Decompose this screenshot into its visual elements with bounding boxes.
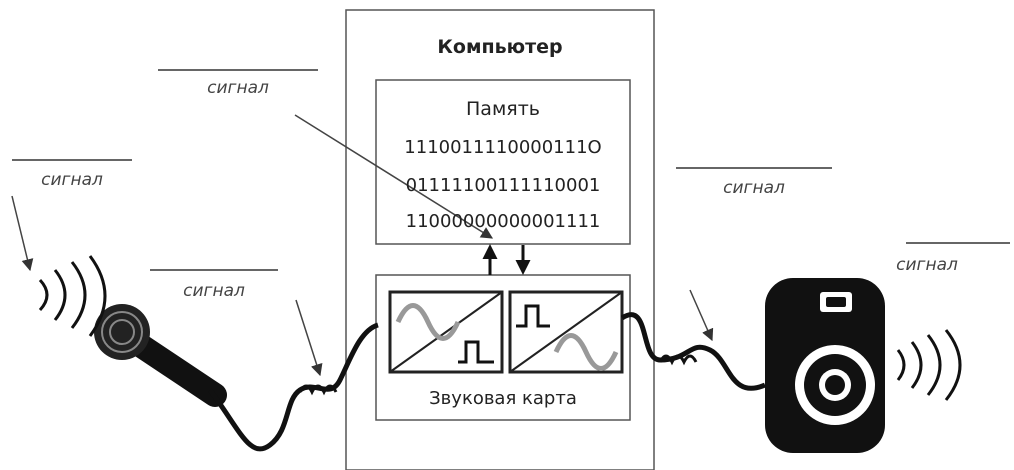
sound-card-title: Звуковая карта [429, 388, 577, 409]
input-sound-waves [38, 255, 107, 337]
memory-box [375, 79, 631, 245]
signal-label: сигнал [207, 78, 269, 98]
signal-label: сигнал [41, 170, 103, 190]
pointer-line [294, 114, 494, 239]
speaker-cable-coils [658, 354, 698, 366]
memory-title: Память [466, 98, 540, 120]
microphone-icon [94, 304, 227, 407]
memory-row: 11000000000001111 [405, 211, 601, 232]
microphone-cable-coils [298, 384, 338, 396]
microphone-cable [207, 322, 379, 452]
sound-card-box [375, 274, 631, 421]
memory-row: 01111100111110001 [405, 175, 601, 196]
memory-row: 1110011110000111О [404, 137, 602, 158]
computer-title: Компьютер [437, 36, 563, 58]
speaker-cable [620, 312, 766, 391]
pointer-line [295, 299, 323, 377]
signal-label: сигнал [723, 178, 785, 198]
adc-converter-icon [388, 290, 504, 374]
pointer-line [11, 195, 34, 272]
signal-label: сигнал [896, 255, 958, 275]
speaker-icon [765, 278, 885, 453]
dac-converter-icon [508, 290, 624, 374]
computer-box [345, 9, 655, 470]
signal-label: сигнал [183, 281, 245, 301]
output-sound-waves [896, 329, 962, 401]
pointer-line [689, 289, 714, 342]
